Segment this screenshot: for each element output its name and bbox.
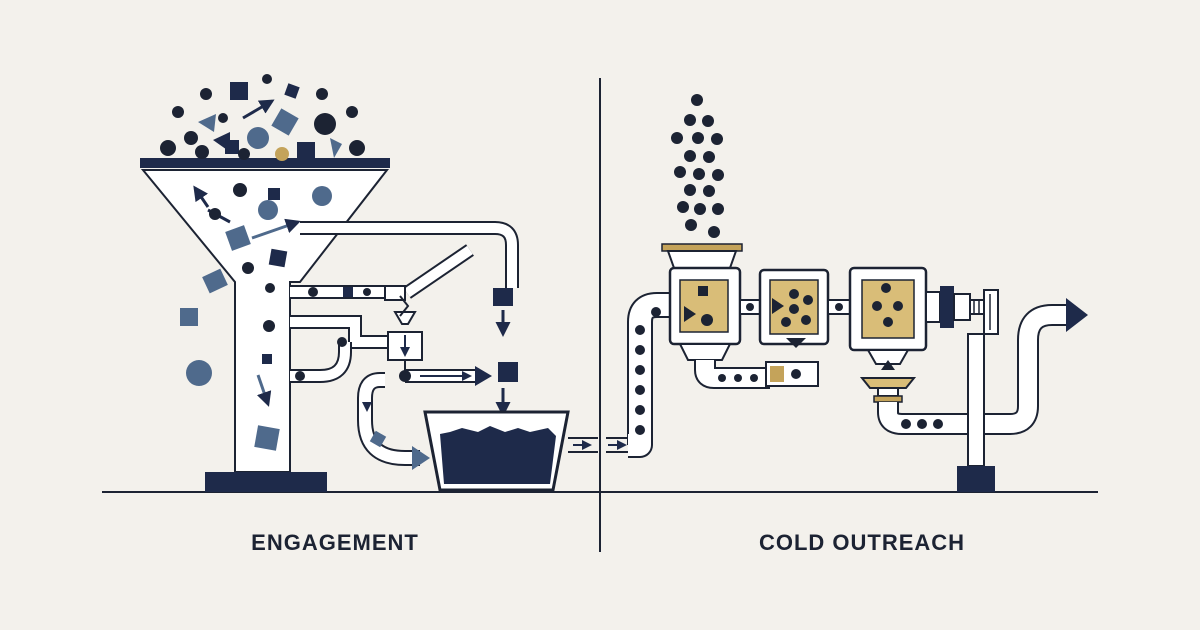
motor xyxy=(925,286,999,335)
discharge-valve xyxy=(859,377,917,403)
processing-unit-1 xyxy=(668,266,742,361)
particle-cloud xyxy=(160,74,365,161)
support-base xyxy=(957,466,995,492)
processing-unit-2 xyxy=(758,268,830,348)
cold-outreach-label: COLD OUTREACH xyxy=(758,530,966,555)
funnel-rim xyxy=(140,158,390,168)
engagement-label: ENGAGEMENT xyxy=(251,530,419,555)
spilled-particles xyxy=(180,268,280,451)
processing-unit-3 xyxy=(848,266,928,370)
support-post xyxy=(967,333,985,467)
engagement-pipes xyxy=(290,221,519,466)
bottom-pipe-dots xyxy=(901,419,943,429)
hopper-lid xyxy=(661,243,743,252)
funnel-particles xyxy=(193,183,332,407)
outlet-arrow-icon xyxy=(1066,298,1088,332)
collection-tank xyxy=(423,410,570,492)
input-pipe-dots xyxy=(635,307,661,435)
funnel-base xyxy=(205,472,327,492)
tank-feed xyxy=(493,288,518,417)
transfer-arrows xyxy=(568,437,628,453)
hopper xyxy=(666,250,738,269)
cold-outreach-section xyxy=(627,94,1088,492)
engagement-section xyxy=(140,74,628,492)
loop-dots xyxy=(718,374,758,382)
pipe-dots xyxy=(295,287,492,470)
falling-dots xyxy=(671,94,724,238)
